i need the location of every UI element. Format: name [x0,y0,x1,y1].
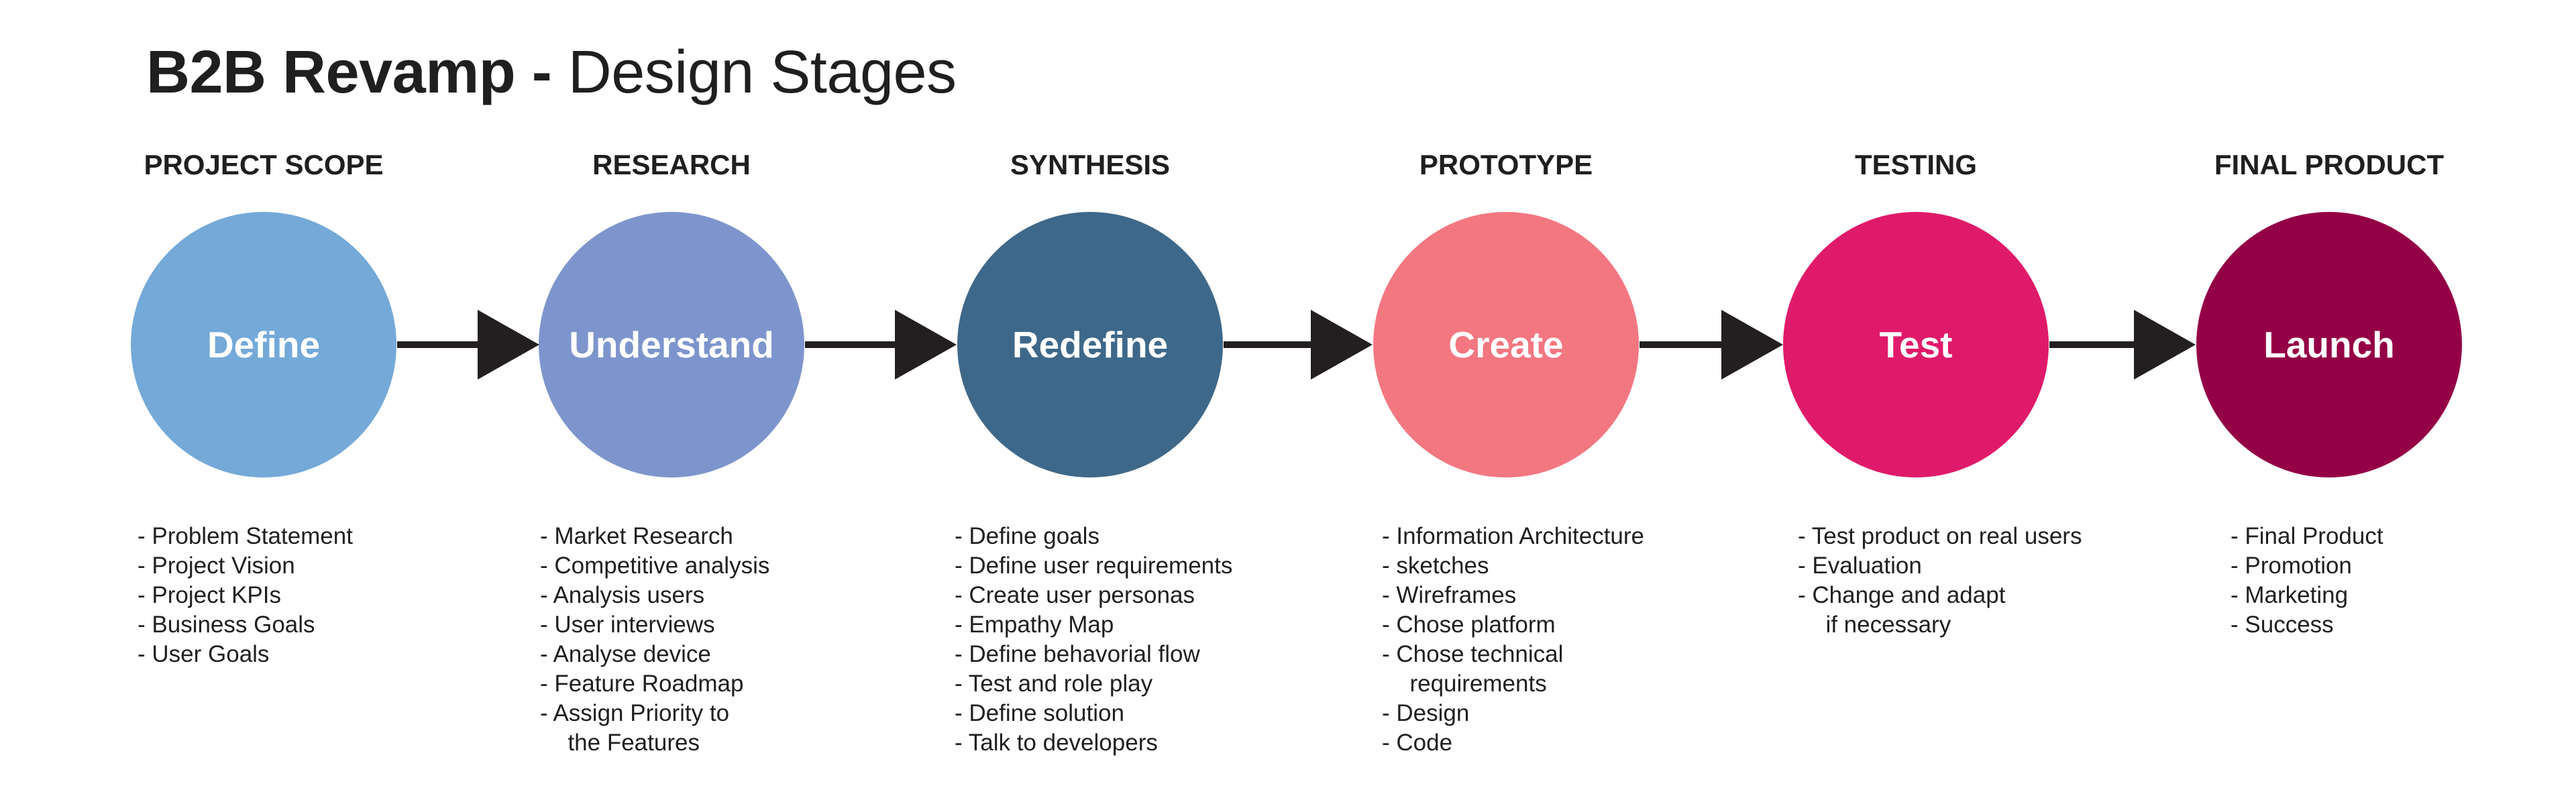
bullet-item: - Define user requirements [955,553,1233,579]
bullet-item: - sketches [1382,553,1489,579]
stage-bullets-synthesis: - Define goals - Define user requirements… [955,522,1232,758]
bullet-item: - Competitive analysis [540,553,770,579]
bullet-item: - User Goals [138,641,270,667]
bullet-item: - Design [1382,700,1470,726]
bullet-item: - Talk to developers [955,730,1158,756]
bullet-item: - Create user personas [955,582,1195,608]
stage-label-understand: Understand [569,324,774,365]
bullet-item: - Marketing [2231,582,2349,608]
stage-label-redefine: Redefine [1012,324,1169,365]
bullet-item: - Empathy Map [955,612,1114,638]
stage-heading-prototype: PROTOTYPE [1419,149,1593,180]
bullet-item: - Change and adapt if necessary [1798,582,2006,638]
arrow-icon [397,310,539,380]
bullet-item: - Define goals [955,523,1099,549]
page-title: B2B Revamp - Design Stages [146,35,957,110]
stage-circle-understand: Understand [539,212,804,477]
bullet-item: - Chose technical requirements [1382,641,1564,697]
bullet-item: - Wireframes [1382,582,1517,608]
stage-heading-synthesis: SYNTHESIS [1010,149,1171,180]
bullet-item: - Define solution [955,700,1124,726]
bullet-item: - Evaluation [1798,553,1922,579]
bullet-item: - Chose platform [1382,612,1556,638]
arrow-icon [1224,310,1373,380]
bullet-item: - Analysis users [540,582,705,608]
arrow-icon [805,310,957,380]
stage-heading-testing: TESTING [1854,149,1977,180]
stage-bullets-testing: - Test product on real users - Evaluation… [1798,522,2082,640]
stage-bullets-project-scope: - Problem Statement - Project Vision - Pro… [138,522,353,669]
bullet-item: - Analyse device [540,641,711,667]
stage-circle-define: Define [131,212,396,477]
stage-heading-project-scope: PROJECT SCOPE [144,149,384,180]
bullet-item: - Project Vision [138,553,295,579]
stage-heading-research: RESEARCH [592,149,751,180]
stage-bullets-prototype: - Information Architecture - sketches - Wi… [1382,522,1644,758]
bullet-item: - Promotion [2231,553,2352,579]
bullet-item: - Code [1382,730,1453,756]
bullet-item: - User interviews [540,612,715,638]
arrow-icon [2049,310,2196,380]
stage-bullets-research: - Market Research - Competitive analysis -… [540,522,769,758]
bullet-item: - Market Research [540,523,733,549]
bullet-item: - Final Product [2231,523,2383,549]
title-subtitle: Design Stages [568,39,957,106]
bullet-item: - Success [2231,612,2334,638]
stage-heading-final-product: FINAL PRODUCT [2214,149,2445,180]
stage-label-define: Define [207,324,321,365]
arrow-icon [1640,310,1783,380]
stage-label-create: Create [1448,324,1564,365]
stage-bullets-final-product: - Final Product - Promotion - Marketing - S… [2231,522,2383,640]
stage-label-test: Test [1879,324,1953,365]
bullet-item: - Problem Statement [138,523,353,549]
stage-label-launch: Launch [2263,324,2395,365]
bullet-item: - Information Architecture [1382,523,1644,549]
stage-circle-redefine: Redefine [957,212,1223,477]
bullet-item: - Feature Roadmap [540,671,744,697]
bullet-item: - Test product on real users [1798,523,2082,549]
bullet-item: - Project KPIs [138,582,281,608]
stage-circle-test: Test [1783,212,2049,477]
bullet-item: - Business Goals [138,612,315,638]
stage-circle-launch: Launch [2196,212,2462,477]
bullet-item: - Test and role play [955,671,1153,697]
stage-circle-create: Create [1373,212,1639,477]
title-project: B2B Revamp - [146,39,552,106]
bullet-item: - Assign Priority to the Features [540,700,730,756]
bullet-item: - Define behavorial flow [955,641,1200,667]
